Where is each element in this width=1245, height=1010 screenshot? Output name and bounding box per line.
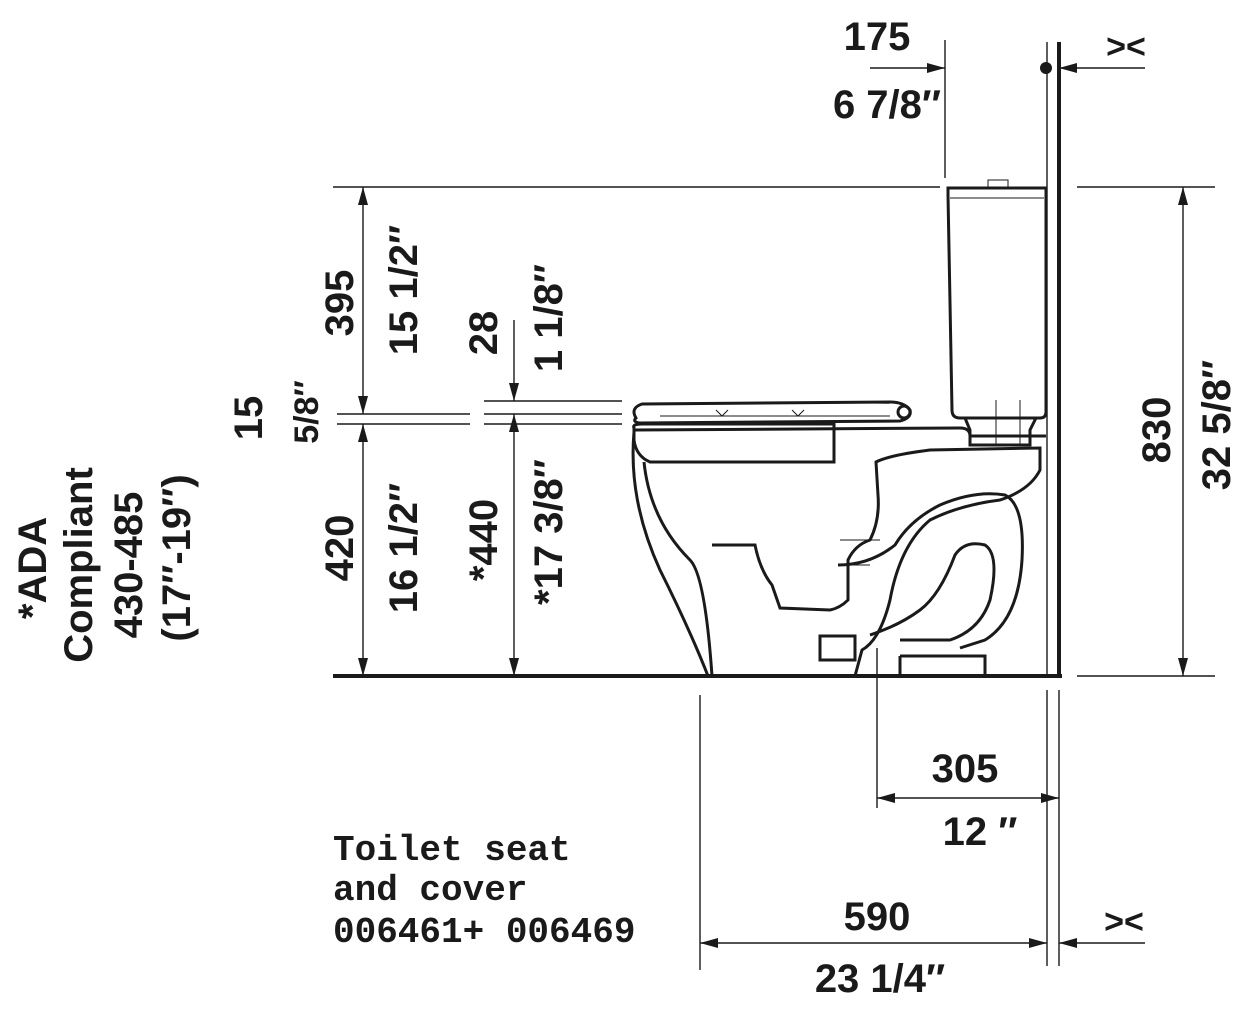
rim-height-in: 16 1/2″ bbox=[382, 483, 426, 613]
seat-cover bbox=[632, 400, 912, 425]
svg-text:(17″-19″): (17″-19″) bbox=[155, 474, 199, 641]
bowl-inner bbox=[642, 461, 714, 677]
seat-ring bbox=[632, 422, 836, 464]
svg-text:Compliant: Compliant bbox=[57, 467, 101, 663]
wall-marker-top: >< bbox=[1106, 28, 1146, 66]
toilet-base bbox=[818, 634, 857, 662]
seat-height-mm: *440 bbox=[462, 499, 506, 581]
svg-text:Toilet seat: Toilet seat bbox=[333, 830, 571, 871]
rim-gap-in: 5/8″ bbox=[288, 380, 326, 444]
tank-height-in: 15 1/2″ bbox=[382, 225, 426, 355]
seat-hinge bbox=[896, 404, 912, 420]
bowl-rim bbox=[633, 426, 1046, 438]
svg-text:430-485: 430-485 bbox=[107, 492, 151, 639]
depth-mm: 590 bbox=[844, 895, 911, 939]
offset-top-mm: 175 bbox=[844, 15, 911, 59]
depth-in: 23 1/4″ bbox=[815, 957, 945, 1001]
seat-thickness-mm: 28 bbox=[462, 311, 506, 356]
wall-marker-bottom: >< bbox=[1104, 903, 1144, 941]
seat-height-in: *17 3/8″ bbox=[527, 459, 571, 605]
svg-text:*ADA: *ADA bbox=[11, 517, 55, 619]
total-height-mm: 830 bbox=[1135, 397, 1179, 464]
rim-height-mm: 420 bbox=[318, 515, 362, 582]
wall-reference-dot bbox=[1040, 62, 1052, 74]
seat-thickness-in: 1 1/8″ bbox=[527, 264, 571, 372]
rim-gap-mm: 15 bbox=[227, 396, 271, 441]
seat-note: Toilet seat and cover 006461+ 006469 bbox=[333, 830, 635, 953]
tank-foot bbox=[963, 417, 1038, 447]
trapway bbox=[712, 446, 1042, 677]
svg-text:and cover: and cover bbox=[333, 870, 527, 911]
rough-in-in: 12 ″ bbox=[943, 810, 1018, 854]
offset-top-in: 6 7/8″ bbox=[833, 83, 941, 127]
toilet-outline bbox=[631, 179, 1048, 677]
rough-in-mm: 305 bbox=[932, 747, 999, 791]
bowl-front bbox=[631, 431, 710, 677]
ada-note: *ADA Compliant 430-485 (17″-19″) bbox=[11, 467, 199, 663]
tank-lid-button bbox=[987, 179, 1009, 188]
svg-text:006461+ 006469: 006461+ 006469 bbox=[333, 912, 635, 953]
tank bbox=[946, 186, 1048, 420]
tank-height-mm: 395 bbox=[318, 270, 362, 337]
total-height-in: 32 5/8″ bbox=[1195, 360, 1239, 490]
